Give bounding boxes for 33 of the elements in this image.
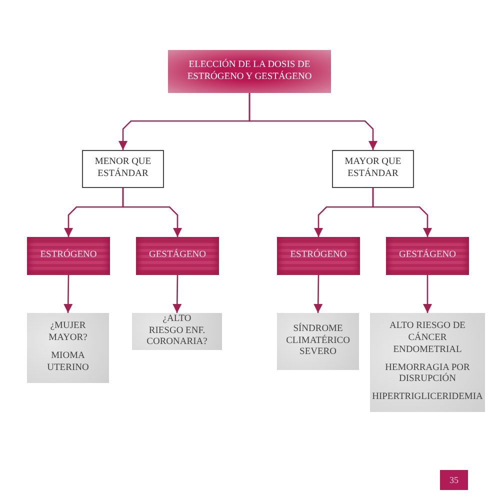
node-text: ESTRÓGENO	[290, 250, 347, 262]
node-text: HEMORRAGIA POR DISRUPCIÓN	[384, 362, 471, 386]
arrow	[314, 275, 323, 313]
hormone-box	[277, 237, 360, 275]
hormone-box	[386, 237, 469, 275]
arrow	[122, 188, 182, 237]
node-text: MAYOR QUE ESTÁNDAR	[344, 157, 402, 181]
node-text: MENOR QUE ESTÁNDAR	[94, 157, 152, 181]
node-text: MIOMA UTERINO	[46, 351, 90, 375]
arrow	[64, 275, 73, 313]
node-text: SÍNDROME CLIMATÉRICO SEVERO	[286, 324, 350, 360]
indication-box	[27, 313, 109, 383]
arrow	[422, 275, 432, 313]
hormone-box	[27, 237, 110, 275]
title-box	[168, 50, 331, 93]
node-text: ESTRÓGENO	[40, 250, 97, 262]
decision-box	[82, 150, 164, 188]
node-text: GESTÁGENO	[149, 250, 206, 262]
node-text: ¿MUJER MAYOR?	[48, 321, 88, 345]
arrow	[248, 93, 378, 150]
indication-box	[277, 313, 359, 370]
node-text: HIPERTRIGLICERIDEMIA	[372, 392, 483, 404]
arrow	[372, 188, 432, 237]
hormone-box	[136, 237, 219, 275]
decision-box	[332, 150, 414, 188]
node-text: ALTO RIESGO DE CÁNCER ENDOMETRIAL	[388, 320, 466, 356]
node-text: ELECCIÓN DE LA DOSIS DE ESTRÓGENO Y GESTÁGENO	[186, 60, 313, 84]
node-text: GESTÁGENO	[399, 250, 456, 262]
node-text: ¿ALTO RIESGO ENF. CORONARIA?	[146, 314, 208, 350]
indication-box	[132, 313, 222, 350]
page-number: 35	[440, 470, 468, 490]
indication-box	[370, 313, 485, 412]
arrow	[172, 275, 182, 313]
